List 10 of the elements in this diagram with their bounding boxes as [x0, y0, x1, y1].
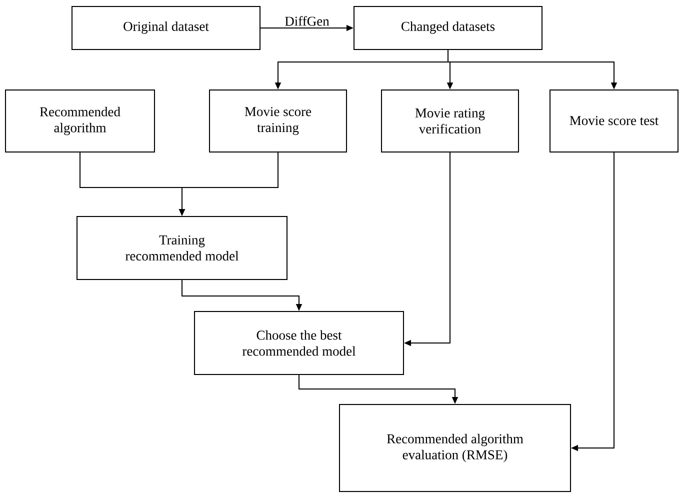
process-box: Recommended algorithm evaluation (RMSE) — [339, 404, 571, 492]
process-box: Changed datasets — [354, 6, 542, 50]
process-box: Movie score test — [550, 90, 678, 152]
process-box: Choose the best recommended model — [194, 311, 404, 375]
process-box: Training recommended model — [76, 216, 288, 280]
process-box: Recommended algorithm — [5, 90, 155, 152]
edge-label: DiffGen — [284, 15, 330, 27]
process-box: Movie score training — [209, 90, 347, 152]
process-box: Movie rating verification — [381, 90, 519, 152]
process-box: Original dataset — [72, 6, 260, 50]
